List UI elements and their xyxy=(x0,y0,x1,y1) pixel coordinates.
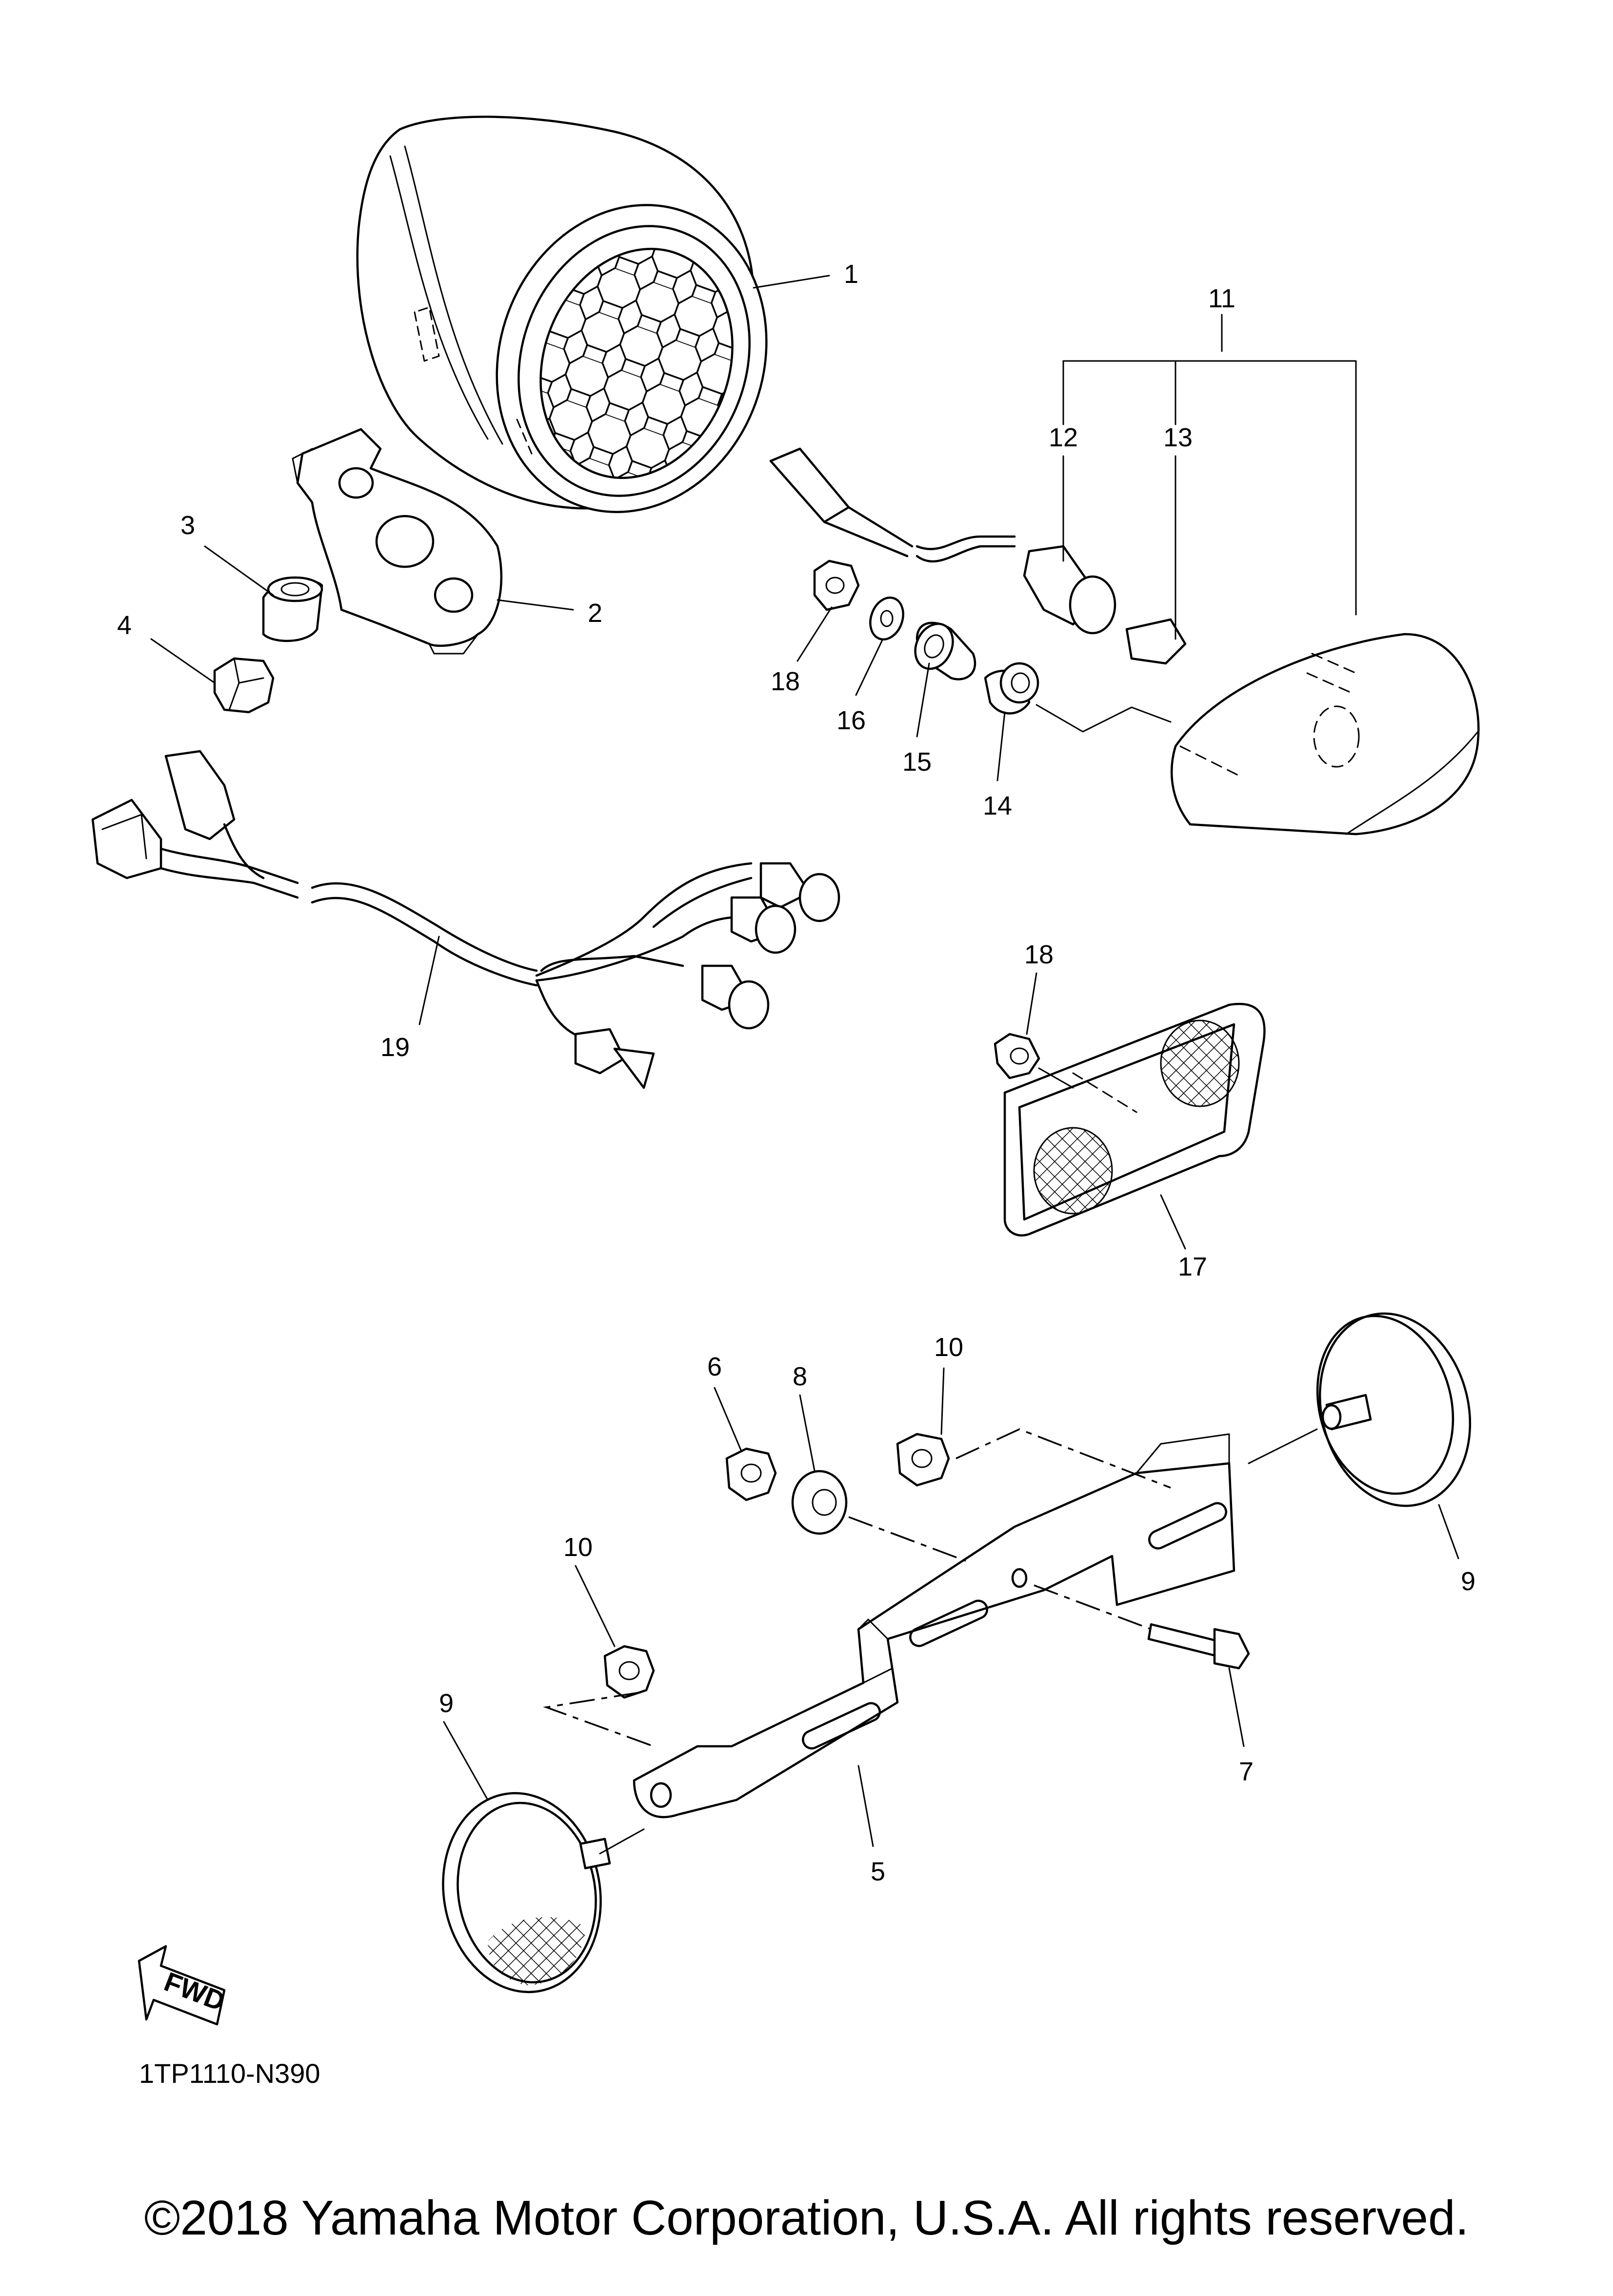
fwd-arrow-icon: FWD xyxy=(138,1945,229,2026)
nut-6 xyxy=(725,1447,777,1501)
wire-harness-19 xyxy=(91,750,840,1089)
callout-13: 13 xyxy=(1163,423,1193,452)
align-line-10-upper xyxy=(956,1428,1171,1489)
leader-lines xyxy=(150,275,1459,1847)
callout-labels: 1 2 3 4 11 12 13 18 16 15 14 18 17 19 6 … xyxy=(117,260,1475,1886)
callout-6: 6 xyxy=(707,1352,722,1381)
collar-3 xyxy=(262,576,323,642)
callout-7: 7 xyxy=(1239,1757,1254,1786)
turn-signal-assembly xyxy=(769,447,1480,836)
callout-1: 1 xyxy=(844,260,858,289)
reflector-9-right xyxy=(1316,1312,1472,1507)
reflector-17 xyxy=(1003,1002,1266,1237)
reflector-9-left xyxy=(442,1792,611,1994)
tail-light-bracket xyxy=(292,428,503,655)
callout-9-left: 9 xyxy=(439,1689,454,1718)
align-line-10-lower xyxy=(543,1692,654,1747)
align-line-7 xyxy=(1034,1584,1152,1630)
collar-14 xyxy=(984,662,1039,715)
callout-8: 8 xyxy=(793,1362,807,1391)
callout-3: 3 xyxy=(180,511,195,540)
callout-4: 4 xyxy=(117,611,132,640)
grommet-15 xyxy=(914,621,976,680)
align-line-8 xyxy=(848,1516,966,1562)
callout-18-lower: 18 xyxy=(1024,940,1054,969)
callout-11: 11 xyxy=(1208,284,1235,313)
callout-19: 19 xyxy=(380,1033,410,1062)
callout-17: 17 xyxy=(1178,1252,1207,1281)
nut-10-lower xyxy=(603,1645,655,1699)
callout-2: 2 xyxy=(588,599,602,628)
callout-10-upper: 10 xyxy=(934,1333,963,1362)
nut-4 xyxy=(213,657,275,714)
tail-light-housing xyxy=(356,116,768,513)
nut-10-upper xyxy=(896,1433,950,1487)
callout-5: 5 xyxy=(871,1857,885,1886)
drawing-code: 1TP1110-N390 xyxy=(139,2058,320,2089)
bolt-7 xyxy=(1147,1623,1250,1670)
callout-15: 15 xyxy=(902,747,932,777)
copyright-notice: ©2018 Yamaha Motor Corporation, U.S.A. A… xyxy=(144,2191,1469,2245)
washer-16 xyxy=(869,596,904,641)
callout-10-lower: 10 xyxy=(563,1533,593,1562)
nut-18-lower xyxy=(994,1033,1040,1079)
callout-14: 14 xyxy=(983,791,1012,820)
callout-9-right: 9 xyxy=(1461,1567,1475,1596)
washer-8 xyxy=(791,1470,848,1535)
nut-18-upper xyxy=(813,559,860,611)
callout-16: 16 xyxy=(836,706,866,735)
callout-12: 12 xyxy=(1049,423,1078,452)
callout-18-upper: 18 xyxy=(771,667,800,696)
bracket-5 xyxy=(633,1433,1235,1818)
